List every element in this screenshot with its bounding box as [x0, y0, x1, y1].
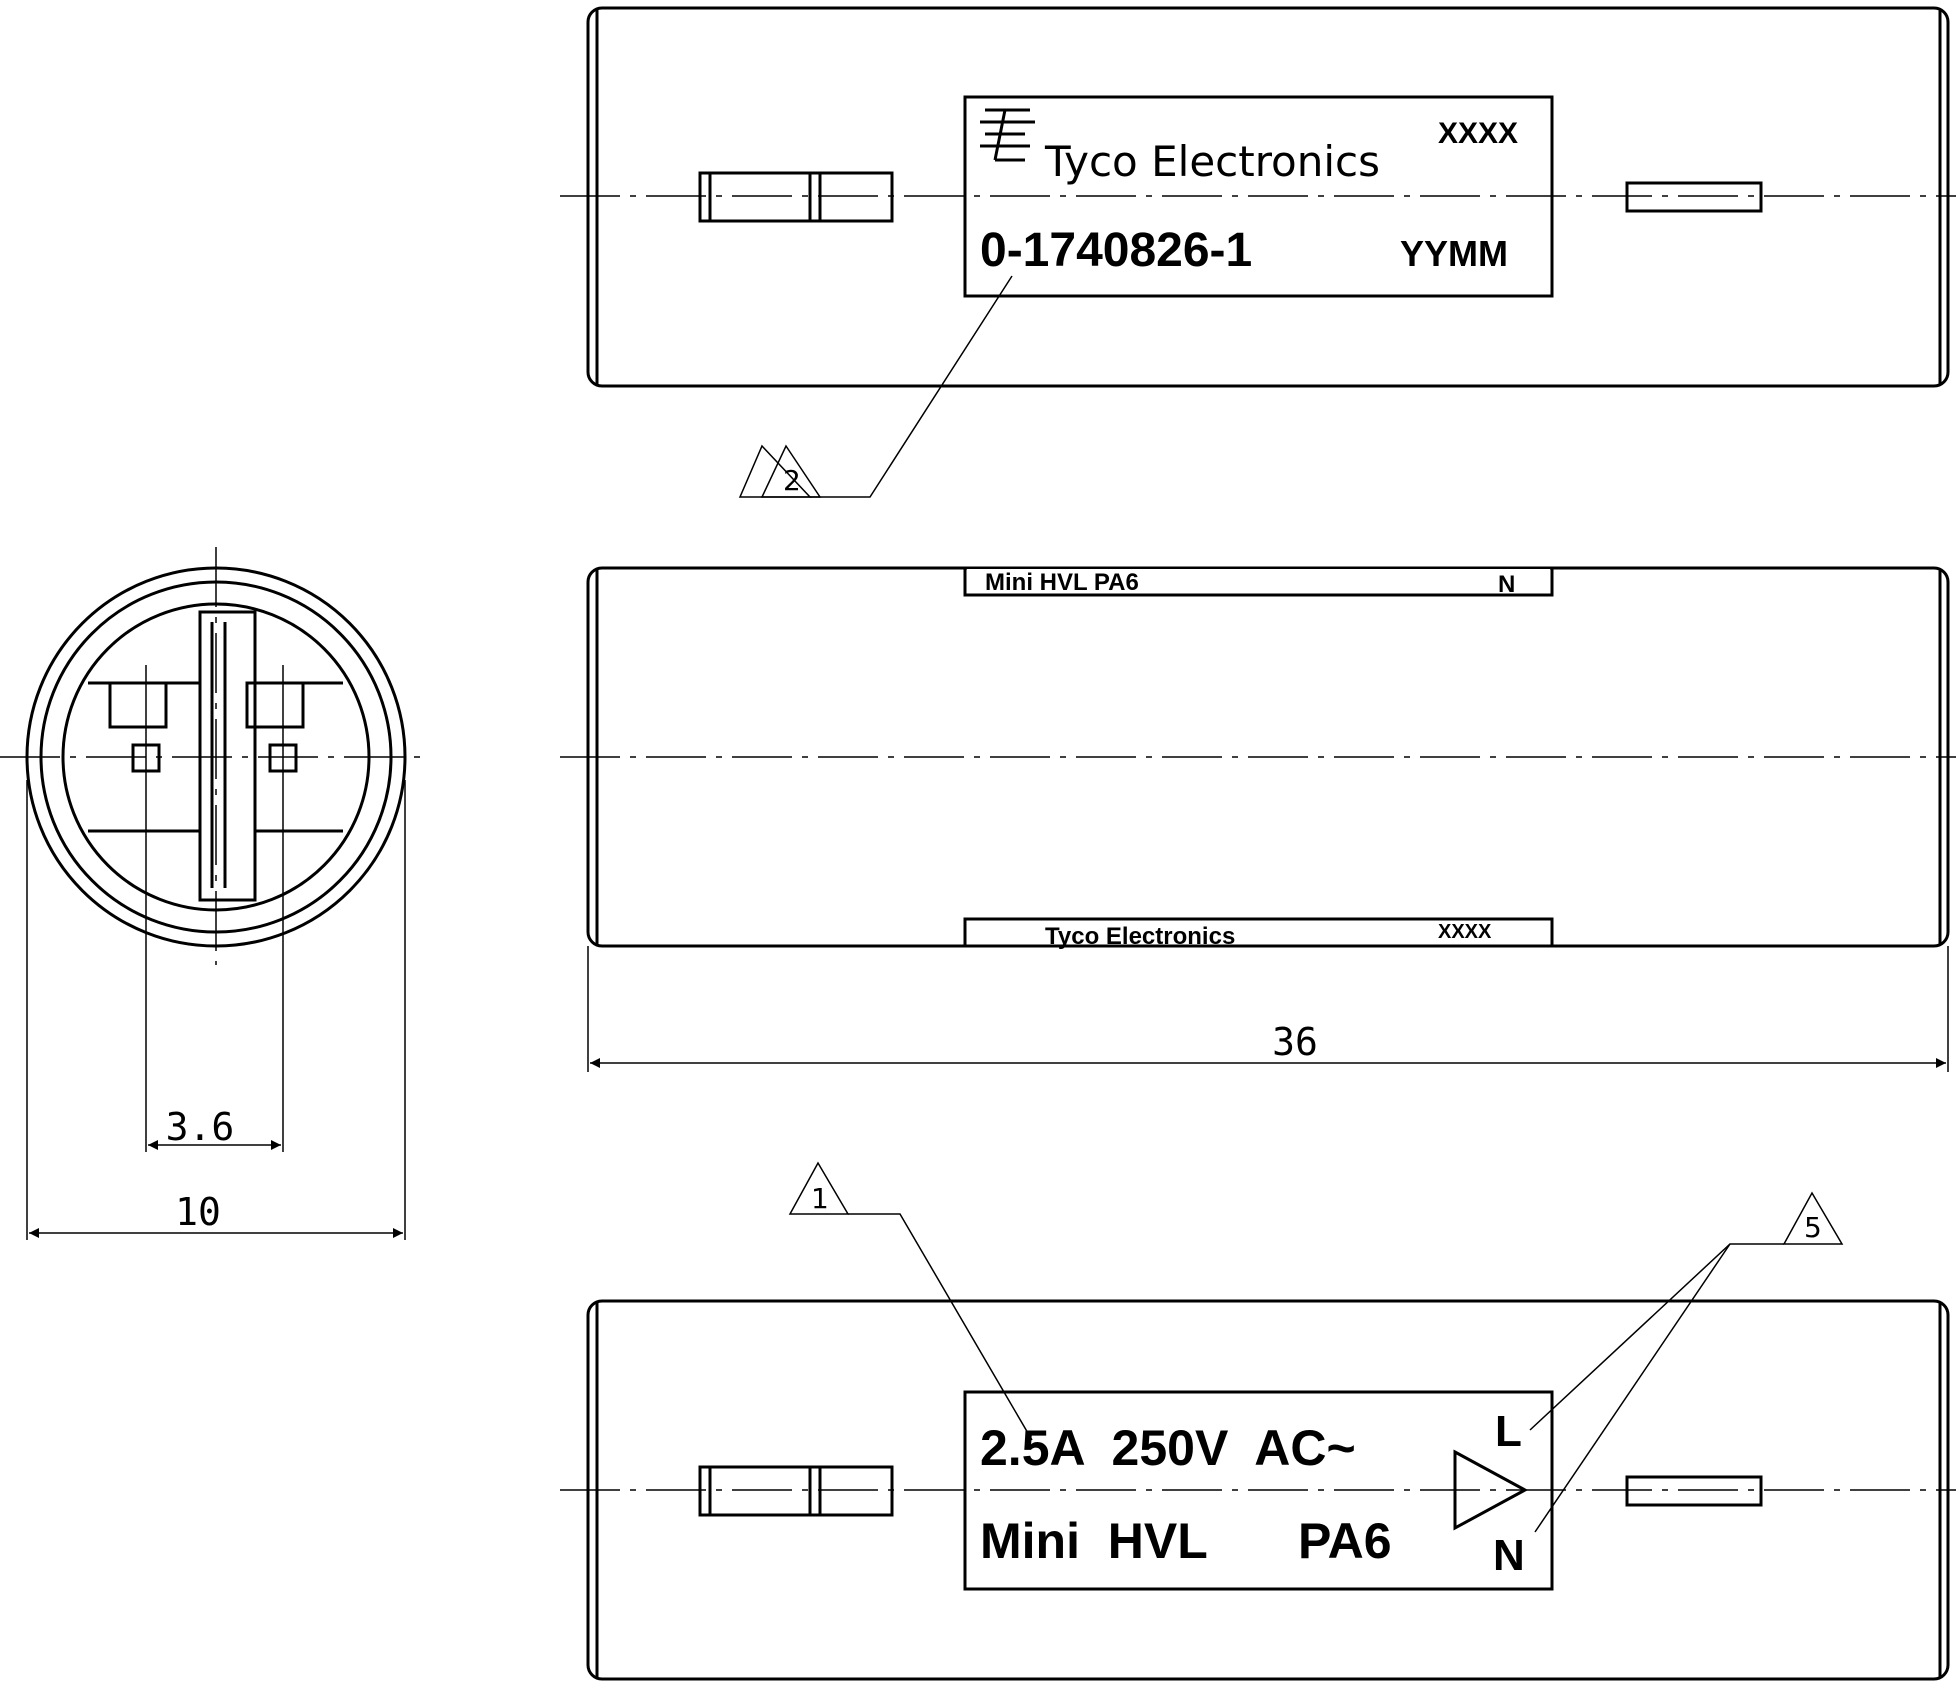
side-bottom-text: Tyco Electronics — [1045, 923, 1235, 950]
top-view: Tyco Electronics XXXX 0-1740826-1 YYMM 2 — [560, 6, 1956, 498]
label-code: XXXX — [1438, 117, 1518, 150]
diameter-value: 10 — [175, 1190, 221, 1234]
top-body-outline — [586, 6, 1950, 388]
date-code: YYMM — [1400, 233, 1508, 274]
material-text: PA6 — [1298, 1513, 1392, 1569]
bottom-right-slot — [1625, 1475, 1763, 1507]
callout-5: 5 — [1529, 1191, 1844, 1533]
callout-1: 1 — [788, 1161, 1033, 1441]
tyco-logo-icon — [980, 108, 1035, 162]
mark-n: N — [1493, 1531, 1525, 1580]
diameter-dimension: 10 — [26, 780, 406, 1240]
side-bottom-code: XXXX — [1438, 921, 1492, 943]
side-bottom-label: Tyco Electronics XXXX — [963, 917, 1554, 950]
bottom-label: 2.5A 250V AC~ Mini HVL PA6 L N — [963, 1390, 1554, 1591]
length-value: 36 — [1272, 1020, 1318, 1064]
side-top-label: Mini HVL PA6 N — [963, 568, 1554, 598]
contact-left — [108, 681, 168, 729]
top-label-frame — [963, 95, 1554, 298]
callout-5-triangle — [1782, 1191, 1844, 1245]
triangle-arrow-icon — [1453, 1449, 1529, 1531]
bottom-left-latch — [698, 1465, 894, 1517]
series-text: Mini HVL — [980, 1513, 1208, 1569]
part-number: 0-1740826-1 — [980, 224, 1252, 277]
bottom-view: 2.5A 250V AC~ Mini HVL PA6 L N 1 5 — [560, 1161, 1956, 1681]
side-top-mark: N — [1498, 571, 1515, 598]
rating-text: 2.5A 250V AC~ — [980, 1420, 1356, 1476]
callout-2: 2 — [738, 275, 1013, 498]
top-label: Tyco Electronics XXXX 0-1740826-1 YYMM — [963, 95, 1554, 298]
pin-spacing-dimension: 3.6 — [145, 665, 284, 1152]
contact-right — [245, 681, 305, 729]
side-top-text: Mini HVL PA6 — [985, 569, 1139, 596]
end-view: 3.6 10 — [0, 547, 425, 1240]
top-right-slot — [1625, 181, 1763, 213]
pin-spacing-value: 3.6 — [166, 1105, 235, 1149]
callout-5-number: 5 — [1804, 1211, 1822, 1244]
top-left-latch — [698, 171, 894, 223]
end-cavity — [88, 610, 343, 902]
length-dimension: 36 — [587, 946, 1949, 1072]
side-view: Mini HVL PA6 N Tyco Electronics XXXX 36 — [560, 566, 1956, 1072]
brand-name: Tyco Electronics — [1044, 137, 1380, 186]
callout-1-number: 1 — [811, 1182, 829, 1215]
callout-1-triangle — [788, 1161, 850, 1215]
callout-2-number: 2 — [783, 464, 801, 497]
bottom-label-frame — [963, 1390, 1554, 1591]
mark-l: L — [1495, 1407, 1522, 1456]
